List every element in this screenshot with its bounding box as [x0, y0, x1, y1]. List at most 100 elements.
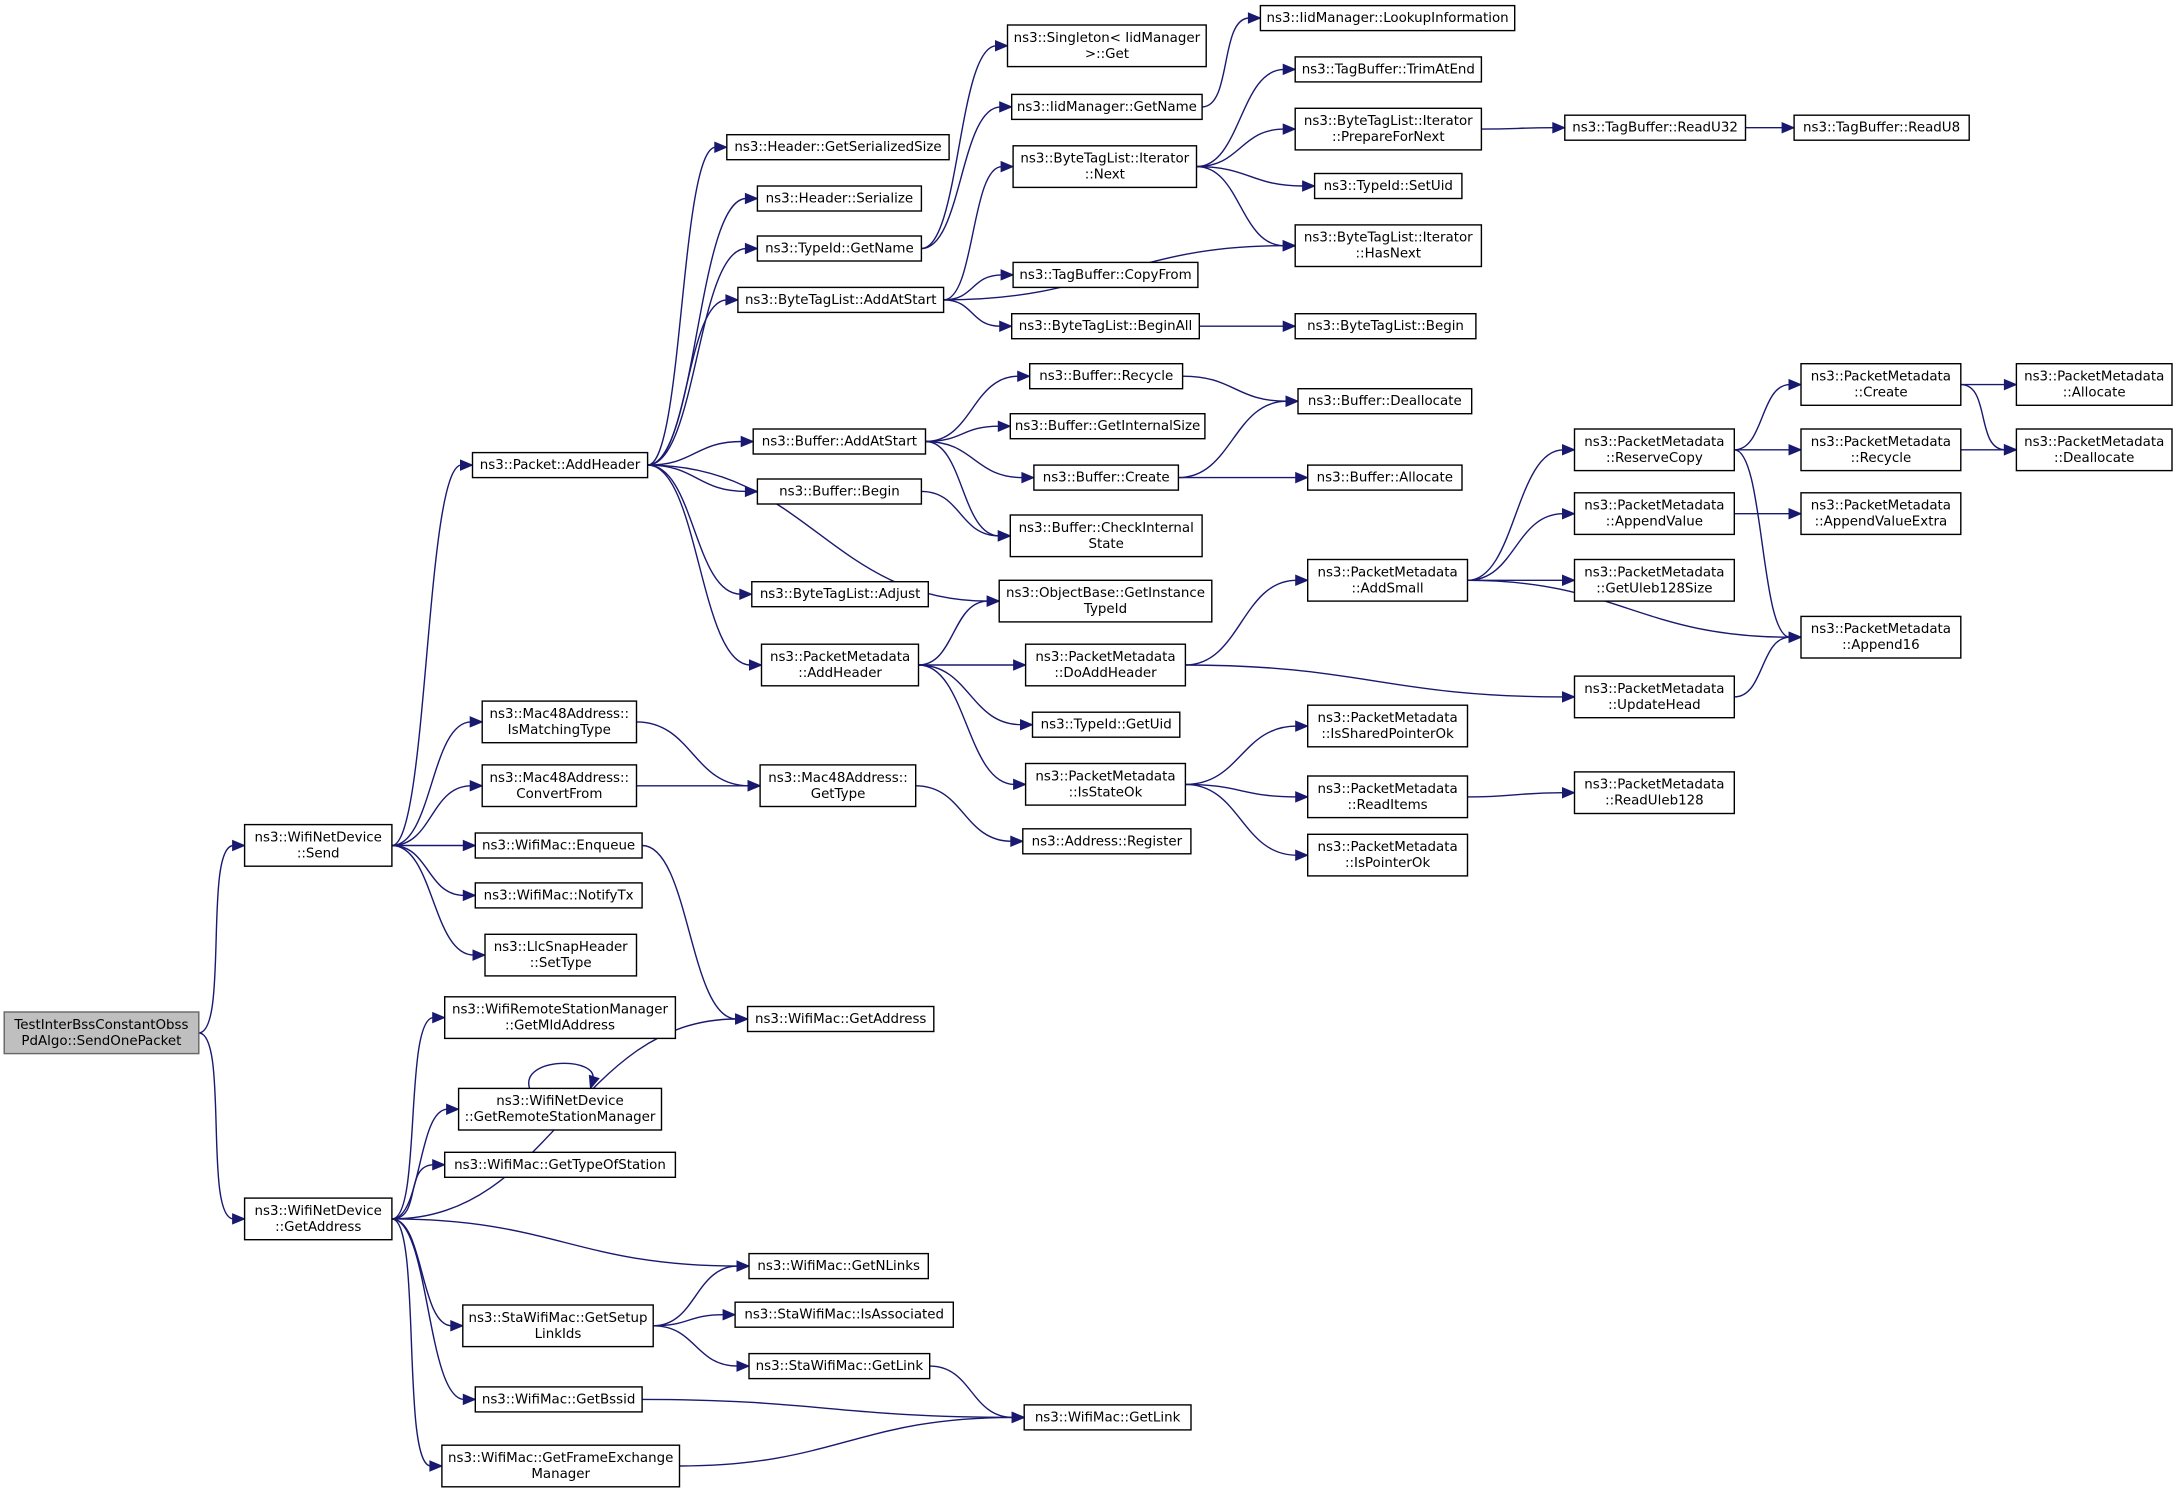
- node-iid-lookup[interactable]: ns3::IidManager::LookupInformation: [1259, 4, 1516, 32]
- node-getrsm[interactable]: ns3::WifiNetDevice::GetRemoteStationMana…: [457, 1087, 663, 1131]
- node-wifimac-getaddress[interactable]: ns3::WifiMac::GetAddress: [746, 1005, 935, 1033]
- node-tb-trimatend[interactable]: ns3::TagBuffer::TrimAtEnd: [1294, 56, 1483, 83]
- node-box: [1573, 492, 1736, 536]
- node-pm-allocate[interactable]: ns3::PacketMetadata::Allocate: [2015, 363, 2173, 407]
- edge-line: [1734, 636, 1791, 698]
- node-buf-getinternalsize[interactable]: ns3::Buffer::GetInternalSize: [1009, 413, 1206, 440]
- node-btl-beginall[interactable]: ns3::ByteTagList::BeginAll: [1011, 313, 1201, 340]
- edge-getfem-to-wifimac-getlink: [679, 1411, 1026, 1467]
- edge-line: [929, 1365, 1014, 1419]
- node-ismatching[interactable]: ns3::Mac48Address::IsMatchingType: [481, 700, 638, 744]
- node-box: [1023, 1404, 1192, 1431]
- node-pm-addsmall[interactable]: ns3::PacketMetadata::AddSmall: [1306, 558, 1469, 602]
- edge-line: [915, 785, 1012, 842]
- arrowhead-icon: [735, 1013, 749, 1025]
- edge-addheader-to-addatstart-btl: [647, 294, 740, 466]
- node-getserializedsize[interactable]: ns3::Header::GetSerializedSize: [726, 133, 950, 161]
- edge-line: [1734, 383, 1791, 451]
- node-box: [1011, 313, 1201, 340]
- node-pm-readitems[interactable]: ns3::PacketMetadata::ReadItems: [1306, 775, 1469, 819]
- node-convertfrom[interactable]: ns3::Mac48Address::ConvertFrom: [481, 764, 638, 808]
- node-getmld[interactable]: ns3::WifiRemoteStationManager::GetMldAdd…: [444, 996, 677, 1040]
- node-pm-getuleb128size[interactable]: ns3::PacketMetadata::GetUleb128Size: [1573, 558, 1736, 602]
- arrowhead-icon: [997, 530, 1012, 542]
- node-addheader[interactable]: ns3::Packet::AddHeader: [471, 451, 649, 479]
- node-sta-getlink[interactable]: ns3::StaWifiMac::GetLink: [748, 1352, 931, 1380]
- node-label: ::GetUleb128Size: [1596, 581, 1712, 596]
- node-btl-iter-hasnext[interactable]: ns3::ByteTagList::Iterator::HasNext: [1294, 224, 1483, 268]
- node-label: ns3::PacketMetadata: [1584, 565, 1724, 580]
- node-singleton-get[interactable]: ns3::Singleton< IidManager >::Get: [1006, 24, 1207, 68]
- node-buf-allocate[interactable]: ns3::Buffer::Allocate: [1306, 464, 1463, 491]
- node-label: >::Get: [1085, 47, 1129, 62]
- node-pm-create[interactable]: ns3::PacketMetadata::Create: [1800, 363, 1962, 407]
- node-typeid-setuid[interactable]: ns3::TypeId::SetUid: [1313, 172, 1463, 200]
- node-btl-adjust[interactable]: ns3::ByteTagList::Adjust: [751, 581, 929, 608]
- node-pm-append16[interactable]: ns3::PacketMetadata::Append16: [1800, 615, 1962, 659]
- node-label: ns3::Mac48Address::: [768, 771, 908, 786]
- node-pm-deallocate[interactable]: ns3::PacketMetadata::Deallocate: [2015, 428, 2173, 472]
- node-buf-recycle[interactable]: ns3::Buffer::Recycle: [1028, 363, 1184, 390]
- node-enqueue[interactable]: ns3::WifiMac::Enqueue: [474, 832, 643, 859]
- node-pm-updatehead[interactable]: ns3::PacketMetadata::UpdateHead: [1573, 675, 1736, 719]
- node-root[interactable]: TestInterBssConstantObssPdAlgo::SendOneP…: [3, 1011, 200, 1055]
- node-iid-getname[interactable]: ns3::IidManager::GetName: [1011, 93, 1203, 121]
- node-pm-doaddheader[interactable]: ns3::PacketMetadata::DoAddHeader: [1024, 643, 1187, 687]
- arrowhead-icon: [1788, 631, 1803, 643]
- node-pm-appendvalueextra[interactable]: ns3::PacketMetadata::AppendValueExtra: [1800, 492, 1962, 536]
- node-pm-addheader[interactable]: ns3::PacketMetadata::AddHeader: [760, 643, 920, 687]
- node-pm-ispointerok[interactable]: ns3::PacketMetadata::IsPointerOk: [1306, 833, 1469, 877]
- node-getnlinks[interactable]: ns3::WifiMac::GetNLinks: [748, 1252, 930, 1280]
- node-typeidgetname[interactable]: ns3::TypeId::GetName: [756, 235, 923, 262]
- node-pm-recycle[interactable]: ns3::PacketMetadata::Recycle: [1800, 428, 1962, 472]
- node-getaddr[interactable]: ns3::WifiNetDevice::GetAddress: [243, 1197, 393, 1241]
- node-label: ::IsSharedPointerOk: [1321, 727, 1454, 742]
- edge-line: [1196, 68, 1285, 168]
- node-pm-issharedptrok[interactable]: ns3::PacketMetadata::IsSharedPointerOk: [1306, 704, 1469, 748]
- node-btl-iter-prepare[interactable]: ns3::ByteTagList::Iterator::PrepareForNe…: [1294, 107, 1483, 151]
- edge-typeidgetname-to-singleton-get: [921, 40, 1009, 250]
- node-getbssid[interactable]: ns3::WifiMac::GetBssid: [474, 1386, 643, 1413]
- node-buf-addatstart[interactable]: ns3::Buffer::AddAtStart: [752, 428, 927, 455]
- node-addr-register[interactable]: ns3::Address::Register: [1022, 828, 1192, 855]
- edge-buf-begin-to-buf-checkinternal: [921, 490, 1012, 542]
- node-mac48-gettype[interactable]: ns3::Mac48Address::GetType: [759, 764, 917, 808]
- node-buf-begin[interactable]: ns3::Buffer::Begin: [756, 478, 923, 505]
- node-pm-isstateok[interactable]: ns3::PacketMetadata::IsStateOk: [1024, 762, 1187, 806]
- node-typeid-getuid[interactable]: ns3::TypeId::GetUid: [1031, 711, 1181, 738]
- node-addatstart-btl[interactable]: ns3::ByteTagList::AddAtStart: [737, 286, 945, 314]
- node-tb-readu8[interactable]: ns3::TagBuffer::ReadU8: [1793, 114, 1970, 141]
- arrowhead-icon: [588, 1074, 600, 1090]
- node-pm-reservecopy[interactable]: ns3::PacketMetadata::ReserveCopy: [1573, 428, 1736, 472]
- node-buf-deallocate[interactable]: ns3::Buffer::Deallocate: [1297, 388, 1473, 415]
- node-btl-begin[interactable]: ns3::ByteTagList::Begin: [1294, 313, 1477, 340]
- node-label: ns3::PacketMetadata: [1317, 565, 1457, 580]
- arrowhead-icon: [1013, 778, 1027, 791]
- node-gettypeofstation[interactable]: ns3::WifiMac::GetTypeOfStation: [444, 1151, 677, 1179]
- node-settype[interactable]: ns3::LlcSnapHeader::SetType: [484, 933, 638, 977]
- node-box: [1573, 771, 1736, 815]
- node-box: [1793, 114, 1970, 141]
- node-wifimac-getlink[interactable]: ns3::WifiMac::GetLink: [1023, 1404, 1192, 1431]
- node-pm-readuleb128[interactable]: ns3::PacketMetadata::ReadUleb128: [1573, 771, 1736, 815]
- node-tb-copyfrom[interactable]: ns3::TagBuffer::CopyFrom: [1012, 261, 1199, 289]
- node-box: [1306, 558, 1469, 602]
- node-label: ::HasNext: [1356, 247, 1421, 262]
- edge-getaddr-to-gettypeofstation: [391, 1159, 447, 1220]
- node-serialize[interactable]: ns3::Header::Serialize: [756, 185, 923, 212]
- node-buf-create[interactable]: ns3::Buffer::Create: [1033, 464, 1180, 491]
- node-notifytx[interactable]: ns3::WifiMac::NotifyTx: [474, 882, 643, 909]
- node-pm-appendvalue[interactable]: ns3::PacketMetadata::AppendValue: [1573, 492, 1736, 536]
- node-box: [1294, 313, 1477, 340]
- edge-pm-isstateok-to-pm-issharedptrok: [1185, 720, 1309, 786]
- node-tb-readu32[interactable]: ns3::TagBuffer::ReadU32: [1564, 114, 1747, 141]
- node-label: ::ReadUleb128: [1605, 794, 1704, 809]
- node-isassociated[interactable]: ns3::StaWifiMac::IsAssociated: [734, 1301, 954, 1328]
- arrowhead-icon: [1282, 320, 1297, 332]
- node-btl-iter-next[interactable]: ns3::ByteTagList::Iterator::Next: [1012, 145, 1198, 189]
- node-send[interactable]: ns3::WifiNetDevice::Send: [243, 823, 393, 867]
